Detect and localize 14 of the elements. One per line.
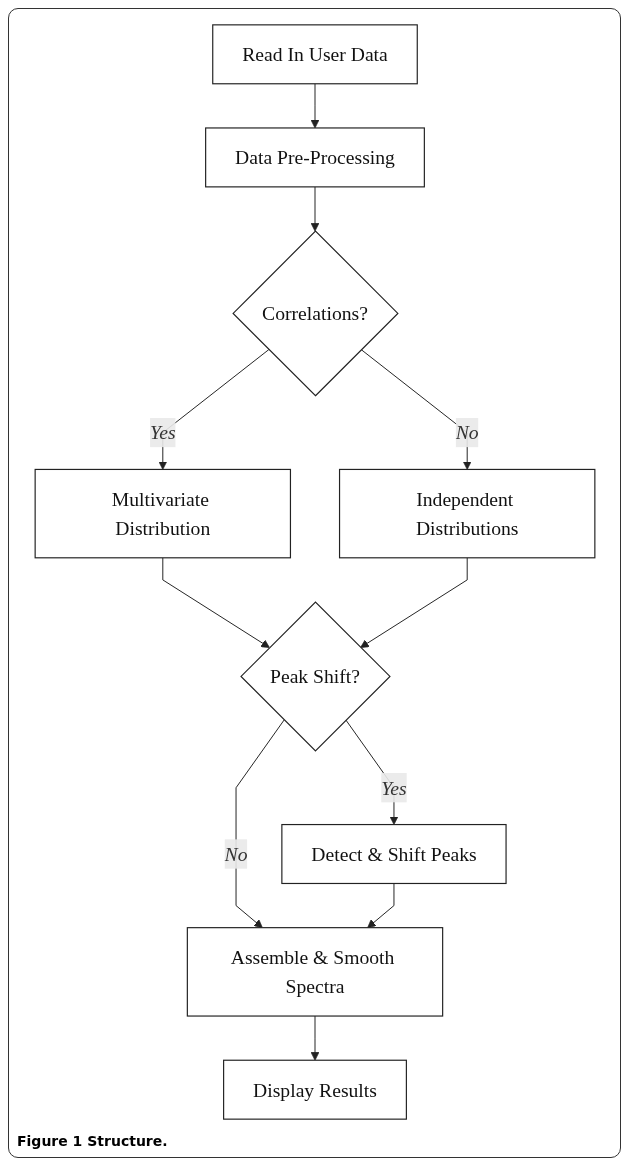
- edge-label: No: [455, 421, 479, 444]
- node-diamond: Correlations?: [231, 230, 399, 397]
- node-box: Data Pre-Processing: [204, 127, 425, 188]
- edge-label: Yes: [149, 421, 176, 444]
- node-box: Assemble & Smooth Spectra: [186, 927, 443, 1017]
- node-diamond: Peak Shift?: [239, 601, 391, 752]
- node-box: Independent Distributions: [338, 468, 595, 559]
- figure-caption: Figure 1 Structure.: [17, 1133, 169, 1149]
- node-box: Multivariate Distribution: [34, 468, 291, 559]
- node-box: Read In User Data: [211, 24, 418, 85]
- node-box: Display Results: [222, 1059, 407, 1120]
- edge-label: Yes: [380, 776, 407, 799]
- node-box: Detect & Shift Peaks: [280, 823, 507, 885]
- edge-label: No: [224, 843, 247, 865]
